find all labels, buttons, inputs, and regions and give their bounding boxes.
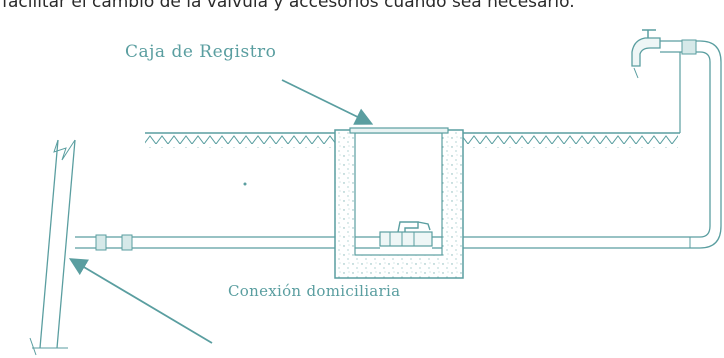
faucet-icon [631,29,661,79]
ground-left [145,132,335,148]
top-text-cropped: facilitar el cambio de la válvula y acce… [0,0,724,14]
riser-pipe [660,39,722,249]
arrow-to-conexion [68,258,213,344]
street-main-pipe [29,139,76,356]
conexion-domiciliaria-label: Conexión domiciliaria [228,282,401,300]
caja-lid [349,127,449,134]
caja-registro-label: Caja de Registro [125,42,277,62]
top-text-line: facilitar el cambio de la válvula y acce… [2,0,575,12]
valve-icon [379,221,433,247]
speck-dot [243,182,247,186]
main-pipe [75,234,700,251]
arrow-to-caja [281,79,374,125]
caja-registro-box [334,127,464,279]
ground-right [463,132,680,148]
